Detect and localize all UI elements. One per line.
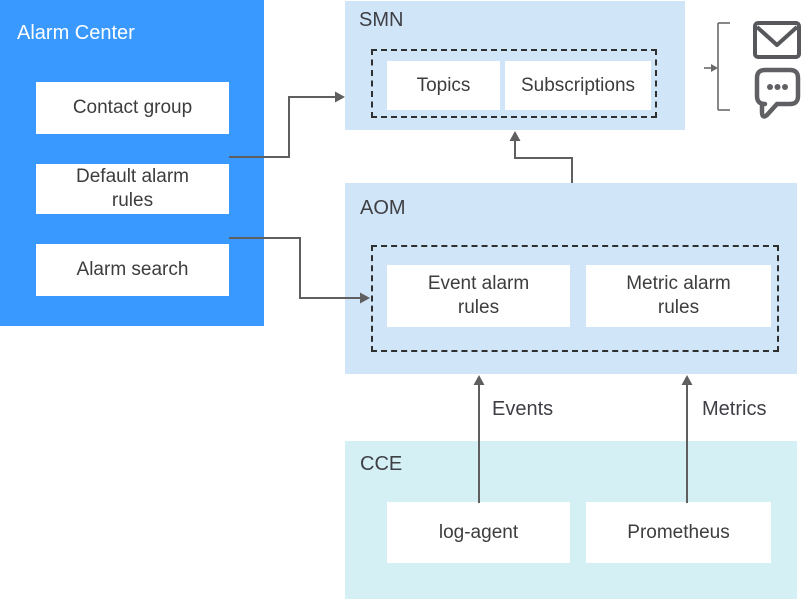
aom-title: AOM bbox=[360, 197, 406, 219]
default-alarm-rules-node: Default alarm rules bbox=[36, 164, 229, 214]
alarm-center-panel: Alarm Center Contact group Default alarm… bbox=[0, 0, 264, 326]
cce-panel: CCE log-agent Prometheus bbox=[345, 441, 797, 599]
metric-alarm-rules-node: Metric alarm rules bbox=[586, 265, 771, 327]
notification-bracket bbox=[704, 22, 730, 111]
sms-icon bbox=[754, 67, 801, 119]
log-agent-node: log-agent bbox=[387, 502, 570, 563]
subscriptions-node: Subscriptions bbox=[505, 61, 651, 110]
prometheus-node: Prometheus bbox=[586, 502, 771, 563]
smn-title: SMN bbox=[359, 9, 404, 31]
alarm-center-title: Alarm Center bbox=[17, 22, 135, 44]
cce-title: CCE bbox=[360, 453, 403, 475]
contact-group-node: Contact group bbox=[36, 82, 229, 134]
smn-panel: SMN Topics Subscriptions bbox=[345, 1, 685, 130]
aom-dashed-group bbox=[371, 245, 779, 352]
aom-panel: AOM Event alarm rules Metric alarm rules bbox=[345, 183, 797, 374]
event-alarm-rules-node: Event alarm rules bbox=[387, 265, 570, 327]
events-edge-label: Events bbox=[492, 398, 554, 420]
metrics-edge-label: Metrics bbox=[702, 398, 767, 420]
email-icon bbox=[753, 21, 801, 59]
topics-node: Topics bbox=[387, 61, 500, 110]
arrow-aom-to-smn bbox=[509, 131, 573, 183]
smn-dashed-group bbox=[371, 49, 657, 118]
alarm-search-node: Alarm search bbox=[36, 244, 229, 296]
